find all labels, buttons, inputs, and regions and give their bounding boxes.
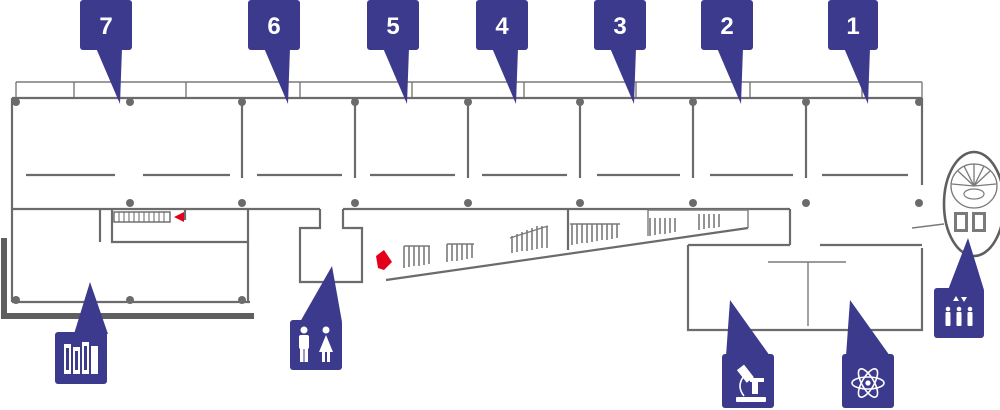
atom-icon <box>851 368 885 398</box>
lab-marker[interactable] <box>722 300 774 408</box>
pillars <box>12 98 923 304</box>
room-number: 6 <box>267 13 280 40</box>
staircases <box>113 209 749 268</box>
room-marker-6[interactable]: 6 <box>248 0 300 104</box>
library-icon <box>64 342 98 374</box>
building-walls <box>1 81 924 332</box>
entrance-arrow-center <box>376 250 392 270</box>
facility-badges <box>55 238 984 408</box>
entrance-arrow-left <box>174 212 184 222</box>
room-number: 7 <box>99 13 112 40</box>
room-number: 1 <box>846 13 859 40</box>
restroom-marker[interactable] <box>290 266 342 370</box>
library-marker[interactable] <box>55 282 108 384</box>
room-number: 5 <box>386 13 399 40</box>
room-marker-5[interactable]: 5 <box>367 0 419 104</box>
room-marker-2[interactable]: 2 <box>701 0 753 104</box>
room-number: 3 <box>613 13 626 40</box>
room-partitions <box>26 98 908 178</box>
elevator-icon <box>945 296 973 326</box>
elevator-marker[interactable] <box>934 238 984 338</box>
room-marker-4[interactable]: 4 <box>476 0 528 104</box>
microscope-icon <box>736 364 766 402</box>
room-badges: 7 6 5 4 3 2 1 <box>80 0 878 104</box>
room-marker-7[interactable]: 7 <box>80 0 132 104</box>
room-number: 4 <box>495 13 509 40</box>
elevator-tower <box>942 150 1000 258</box>
room-marker-1[interactable]: 1 <box>828 0 878 104</box>
entrance-arrows <box>174 196 956 270</box>
restroom-icon <box>299 326 333 362</box>
physics-marker[interactable] <box>842 300 894 408</box>
room-number: 2 <box>720 13 733 40</box>
corridor-walls <box>12 207 945 302</box>
room-marker-3[interactable]: 3 <box>594 0 646 104</box>
